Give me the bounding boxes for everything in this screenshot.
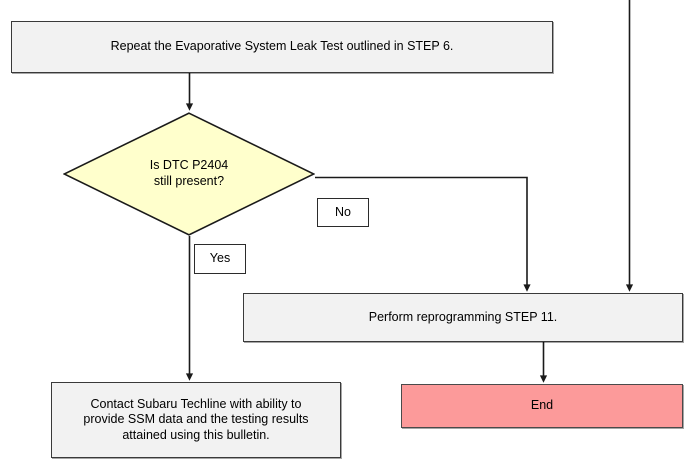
connector-decision-no	[315, 176, 531, 292]
node-repeat-leak-test-label: Repeat the Evaporative System Leak Test …	[110, 39, 454, 54]
decision-diamond-shape	[63, 112, 315, 236]
node-contact-techline[interactable]: Contact Subaru Techline with ability to …	[51, 382, 341, 458]
edge-label-yes: Yes	[194, 244, 246, 274]
node-dtc-decision-label: Is DTC P2404 still present?	[149, 158, 229, 188]
node-end-terminal-label: End	[530, 398, 554, 413]
edge-label-no: No	[317, 198, 369, 227]
node-end-terminal[interactable]: End	[401, 384, 683, 428]
node-perform-reprogramming[interactable]: Perform reprogramming STEP 11.	[243, 293, 683, 342]
node-repeat-leak-test[interactable]: Repeat the Evaporative System Leak Test …	[11, 21, 553, 73]
node-perform-reprogramming-label: Perform reprogramming STEP 11.	[368, 309, 558, 324]
edge-label-yes-text: Yes	[209, 251, 231, 266]
node-contact-techline-label: Contact Subaru Techline with ability to …	[83, 397, 309, 442]
edge-label-no-text: No	[335, 204, 351, 219]
node-dtc-decision[interactable]: Is DTC P2404 still present?	[63, 112, 315, 236]
